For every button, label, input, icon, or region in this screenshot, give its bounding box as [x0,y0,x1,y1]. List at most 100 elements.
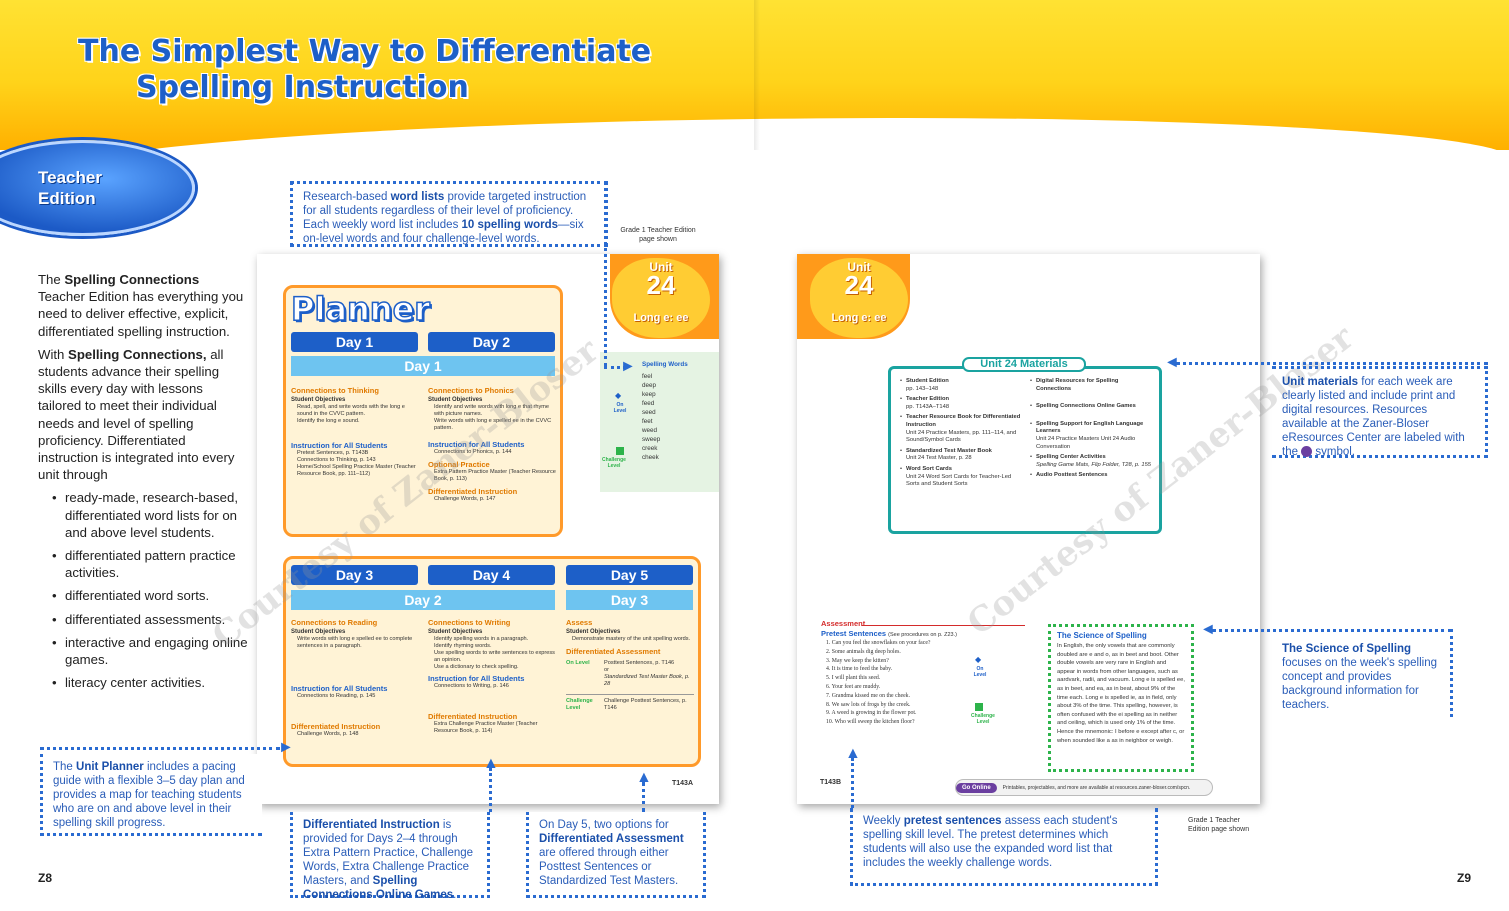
page-code-left: T143A [672,780,694,787]
teacher-edition-label: Teacher Edition [38,168,102,208]
unit-word: Unit [847,260,871,274]
list-item: 1. Can you feel the snowflakes on your f… [826,640,931,646]
challenge-level-label: Challenge Level [602,457,626,469]
connector-line [1450,629,1453,717]
list-item: 9. A weed is growing in the flower pot. [826,710,917,717]
spelling-word-list: feel deep keep feed seed feet weed sweep… [642,372,692,462]
list-item: creek [642,445,658,452]
planner-box-top [283,285,563,537]
list-item: interactive and engaging online games. [38,634,248,668]
planner-col-thinking: Connections to Thinking Student Objectiv… [291,386,416,477]
arrow-right-icon: ► [278,739,294,756]
list-item: cheek [642,454,659,461]
on-level-diamond-icon: ◆ [615,391,622,400]
day-1-header: Day 1 [291,332,418,352]
page-number-right: Z9 [1457,871,1472,885]
list-item: ready-made, research-based, differentiat… [38,489,248,541]
connector-line [642,782,645,812]
list-item: Audio Posttest Sentences [1030,472,1155,480]
teacher-edition-badge [0,140,195,236]
list-item: Digital Resources for Spelling Connectio… [1030,378,1155,393]
callout-word-lists: Research-based word lists provide target… [290,181,608,247]
list-item: weed [642,427,658,434]
list-item: Spelling Support for English Language Le… [1030,421,1155,451]
list-item: 8. We saw lots of frogs by the creek. [826,701,911,708]
unit-subtitle: Long e: ee [633,312,689,324]
spelling-words-title: Spelling Words [642,361,688,368]
connector-line [40,747,280,750]
day-4-header: Day 4 [428,565,555,585]
list-item: feel [642,373,653,380]
intro-bullet-list: ready-made, research-based, differentiat… [38,489,248,691]
day-2-header: Day 2 [428,332,555,352]
spelling-words-panel [600,352,719,492]
list-item: feet [642,418,653,425]
list-item: sweep [642,436,661,443]
planner-col-reading: Connections to Reading Student Objective… [291,618,413,737]
challenge-level-square-icon [616,447,624,455]
list-item: Teacher Resource Book for Differentiated… [900,414,1025,444]
on-level-label: On Level [973,666,987,678]
list-item: 4. It is time to feed the baby. [826,666,893,673]
grade-note-right: Grade 1 Teacher Edition page shown [1188,817,1250,833]
planner-col-phonics: Connections to Phonics Student Objective… [428,386,556,502]
unit-blob [612,258,710,338]
unit-number: 24 [844,270,874,300]
list-item: 2. Some animals dig deep holes. [826,648,901,655]
connector-line [851,758,854,808]
list-item: 3. May we keep the kitten? [826,657,889,664]
callout-day5-assessment: On Day 5, two options for Differentiated… [526,812,706,898]
list-item: keep [642,391,656,398]
callout-differentiated-instruction: Differentiated Instruction is provided f… [290,812,490,901]
arrow-right-icon: ► [620,358,636,375]
title-line-2: Spelling Instruction [136,70,469,105]
on-level-label: On Level [613,402,627,414]
connector-line [1176,362,1488,365]
list-item: differentiated pattern practice activiti… [38,547,248,581]
intro-paragraph-2: With Spelling Connections, all students … [38,346,235,483]
assessment-title: Assessment [821,619,866,628]
science-of-spelling-box: The Science of Spelling In English, the … [1048,624,1194,772]
page-code-right: T143B [820,779,842,786]
materials-title: Unit 24 Materials [962,357,1086,372]
list-item: feed [642,400,655,407]
connector-line [1212,629,1452,632]
science-text: In English, the only vowels that are com… [1057,643,1185,744]
planner-col-writing: Connections to Writing Student Objective… [428,618,555,734]
day-5-header: Day 5 [566,565,693,585]
pretest-sentences: 1. Can you feel the snowflakes on your f… [826,639,976,727]
page-title: The Simplest Way to Differentiate Spelli… [78,34,698,106]
go-online-label: Go Online [956,782,997,793]
day-3-header: Day 3 [291,565,418,585]
title-line-1: The Simplest Way to Differentiate [78,34,652,69]
callout-unit-materials: Unit materials for each week are clearly… [1272,366,1488,458]
callout-unit-planner: The Unit Planner includes a pacing guide… [40,754,262,836]
assessment-rule [862,625,1025,626]
list-item: 10. Who will sweep the kitchen floor? [826,719,915,726]
go-online-text: Printables, projectables, and more are a… [1002,784,1191,791]
materials-right-col: Digital Resources for Spelling Connectio… [1030,378,1155,483]
arrow-left-icon: ◄ [1200,621,1216,638]
unit-number: 24 [646,270,676,300]
unit-word: Unit [649,260,673,274]
planner-title: Planner [290,290,431,328]
intro-paragraph-1: The Spelling Connections Teacher Edition… [38,272,244,339]
callout-pretest: Weekly pretest sentences assess each stu… [850,808,1158,886]
day-3-sub-header: Day 3 [566,590,693,610]
list-item: differentiated word sorts. [38,587,248,604]
science-title: The Science of Spelling [1057,631,1147,640]
challenge-level-square-icon [975,703,983,711]
page-number-left: Z8 [38,871,53,885]
arrow-up-icon: ▲ [845,745,861,762]
callout-science-of-spelling: The Science of Spelling focuses on the w… [1282,643,1437,711]
assess-on-level-label: On Level [566,660,590,666]
list-item: 7. Grandma kissed me on the cheek. [826,692,911,699]
on-level-diamond-icon: ◆ [975,655,982,664]
list-item: deep [642,382,657,389]
